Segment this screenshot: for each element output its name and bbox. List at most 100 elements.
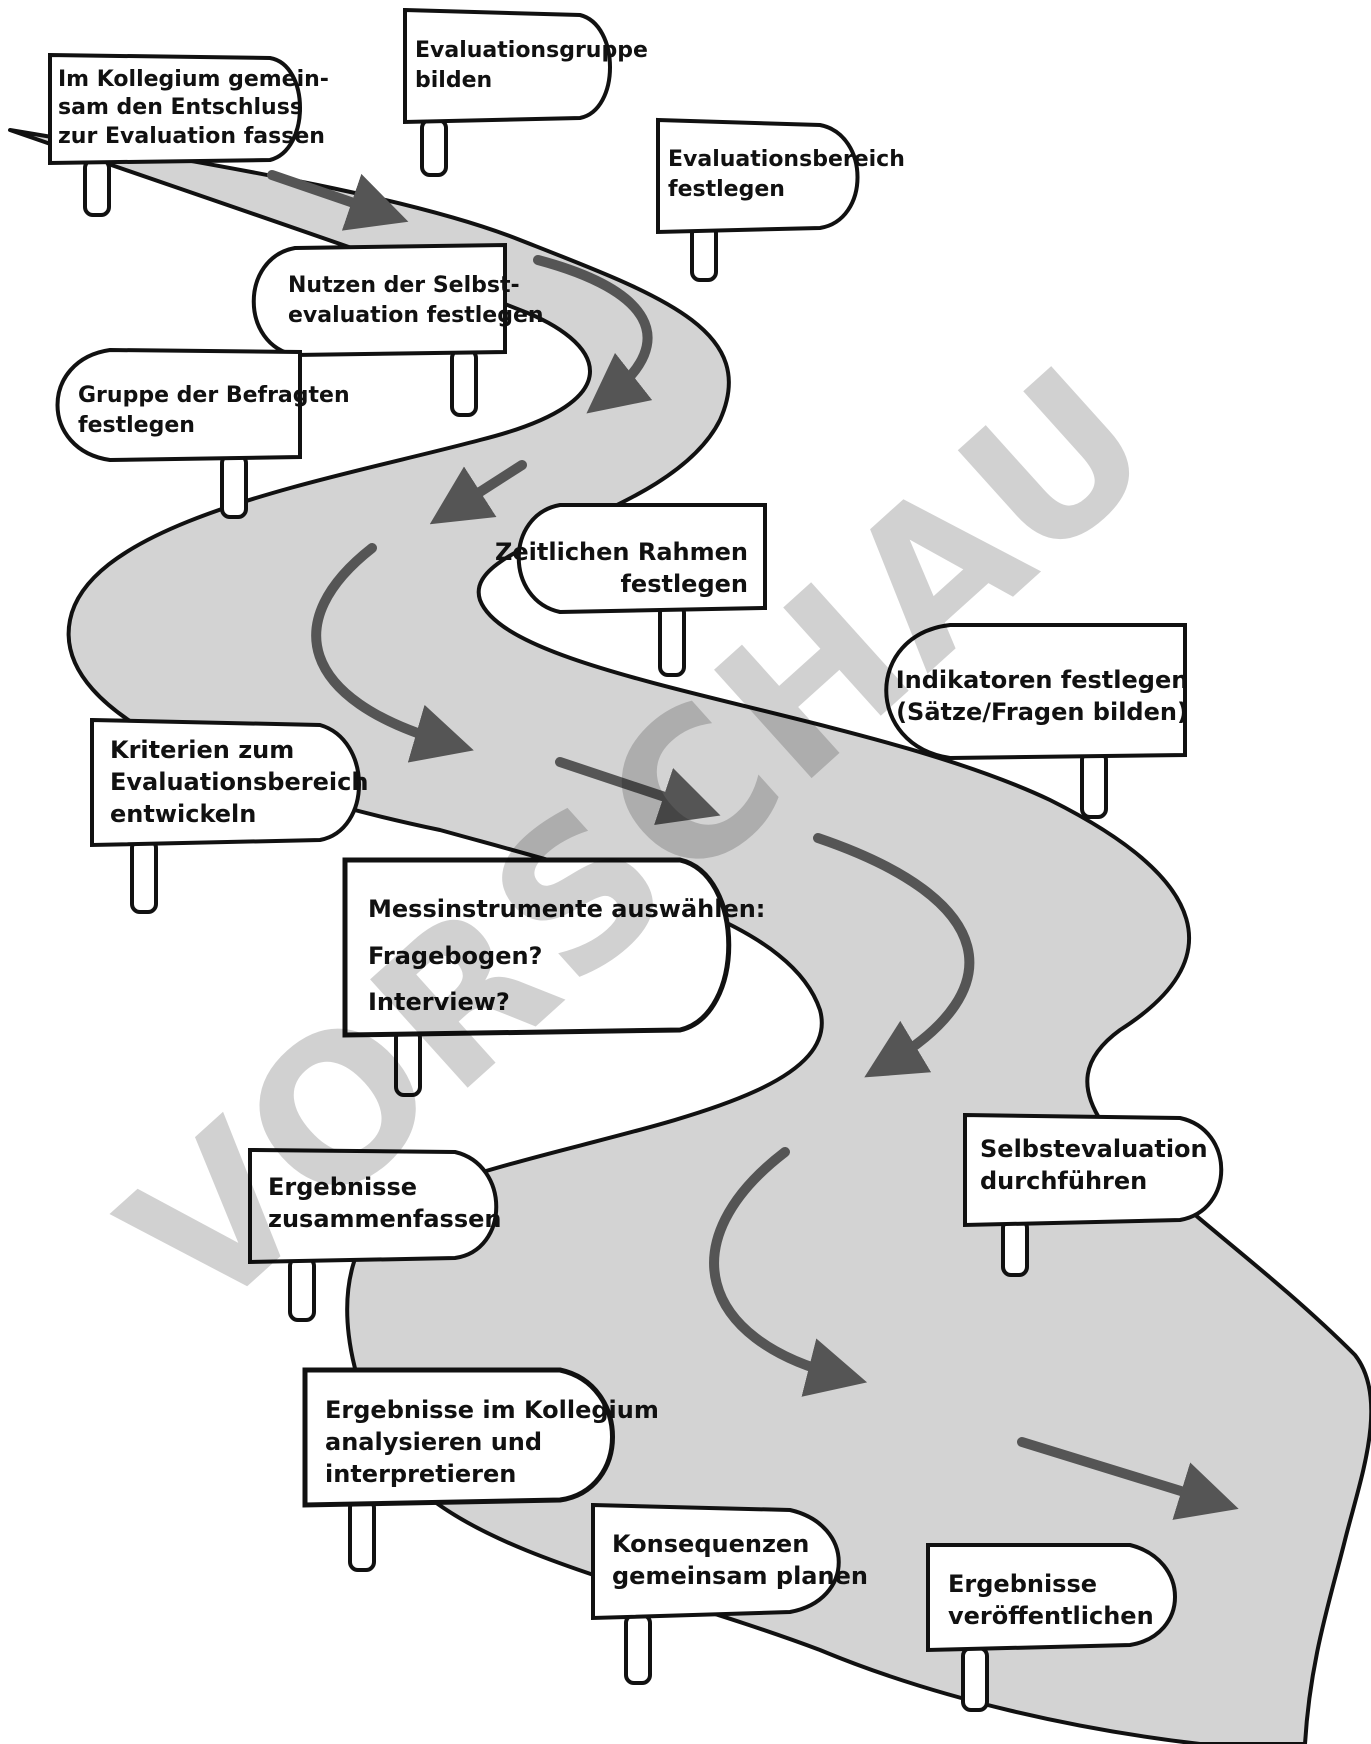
svg-text:sam den Entschluss: sam den Entschluss [58,95,303,120]
sign-line: Fragebogen? [368,942,542,970]
route-arrows [267,170,1239,1520]
svg-text:Zeitlichen Rahmen: Zeitlichen Rahmen [495,538,748,566]
svg-text:Nutzen der Selbst-: Nutzen der Selbst- [288,273,520,298]
svg-text:(Sätze/Fragen bilden): (Sätze/Fragen bilden) [896,698,1188,726]
sign-line: bilden [415,68,492,93]
sign-line: evaluation festlegen [288,303,544,328]
sign-line: Nutzen der Selbst- [288,273,520,298]
sign-post [624,1613,652,1685]
arrow-4 [311,543,474,763]
sign-line: interpretieren [325,1460,516,1488]
svg-text:Evaluationsbereich: Evaluationsbereich [668,147,905,172]
sign-entschluss: Im Kollegium gemein- sam den Entschluss … [48,52,329,217]
sign-board [926,1543,1177,1653]
svg-text:bilden: bilden [415,68,492,93]
sign-veroeffentlichen: Ergebnisse veröffentlichen [926,1543,1177,1712]
sign-line: Ergebnisse im Kollegium [325,1396,659,1424]
svg-text:zusammenfassen: zusammenfassen [268,1205,501,1233]
sign-line: Evaluationsgruppe [415,38,648,63]
sign-line: zur Evaluation fassen [58,124,325,149]
sign-post [1080,750,1108,819]
sign-line: Zeitlichen Rahmen [495,538,748,566]
sign-line: (Sätze/Fragen bilden) [896,698,1188,726]
sign-line: Indikatoren festlegen [896,666,1189,694]
sign-board [516,503,767,615]
sign-line: festlegen [78,413,195,438]
svg-text:Ergebnisse: Ergebnisse [268,1173,417,1201]
svg-text:Im Kollegium gemein-: Im Kollegium gemein- [58,67,329,92]
sign-post [450,348,478,417]
svg-text:zur Evaluation fassen: zur Evaluation fassen [58,124,325,149]
svg-text:Ergebnisse im Kollegium: Ergebnisse im Kollegium [325,1396,659,1424]
svg-text:analysieren und: analysieren und [325,1428,542,1456]
sign-line: veröffentlichen [948,1602,1154,1630]
sign-board [403,7,612,125]
sign-line: Ergebnisse [948,1570,1097,1598]
sign-board [48,52,302,166]
sign-line: Gruppe der Befragten [78,383,350,408]
svg-text:Indikatoren festlegen: Indikatoren festlegen [896,666,1189,694]
arrow-5 [555,757,721,825]
sign-post [690,223,718,282]
svg-text:entwickeln: entwickeln [110,800,256,828]
svg-text:festlegen: festlegen [620,570,748,598]
sign-line: Interview? [368,988,510,1016]
arrow-3 [429,460,527,525]
sign-board [963,1112,1224,1228]
sign-board [342,857,732,1038]
sign-line: Ergebnisse [268,1173,417,1201]
winding-road [8,128,1371,1744]
sign-board [591,1502,841,1621]
sign-post [83,158,111,217]
sign-evaluationsbereich: Evaluationsbereich festlegen [656,117,905,282]
sign-line: Evaluationsbereich [110,768,368,796]
sign-line: Messinstrumente auswählen: [368,895,765,923]
sign-befragte: Gruppe der Befragten festlegen [55,347,350,519]
svg-text:Gruppe der Befragten: Gruppe der Befragten [78,383,350,408]
sign-analysieren: Ergebnisse im Kollegium analysieren und … [302,1367,659,1572]
sign-board [656,117,860,235]
sign-post [420,118,448,177]
sign-line: Kriterien zum [110,736,294,764]
sign-line: zusammenfassen [268,1205,501,1233]
sign-board [248,1147,499,1265]
sign-zeitrahmen: Zeitlichen Rahmen festlegen [495,503,767,677]
svg-text:interpretieren: interpretieren [325,1460,516,1488]
sign-post [130,838,158,914]
svg-text:festlegen: festlegen [78,413,195,438]
sign-line: festlegen [668,177,785,202]
sign-board [55,347,302,463]
sign-zusammenfassen: Ergebnisse zusammenfassen [248,1147,501,1322]
sign-evaluationsgruppe: Evaluationsgruppe bilden [403,7,648,177]
svg-text:Evaluationsgruppe: Evaluationsgruppe [415,38,648,63]
sign-line: sam den Entschluss [58,95,303,120]
arrow-8 [1017,1437,1239,1520]
sign-nutzen: Nutzen der Selbst- evaluation festlegen [251,242,544,417]
svg-text:Konsequenzen: Konsequenzen [612,1530,809,1558]
sign-post [1001,1218,1029,1277]
sign-selbstevaluation: Selbstevaluation durchführen [963,1112,1224,1277]
sign-post [220,453,248,519]
sign-line: festlegen [620,570,748,598]
arrow-7 [709,1147,868,1397]
sign-board [90,717,361,848]
sign-konsequenzen: Konsequenzen gemeinsam planen [591,1502,868,1685]
sign-kriterien: Kriterien zum Evaluationsbereich entwick… [90,717,368,914]
svg-text:Evaluationsbereich: Evaluationsbereich [110,768,368,796]
svg-text:evaluation festlegen: evaluation festlegen [288,303,544,328]
sign-line: Konsequenzen [612,1530,809,1558]
arrow-1 [267,170,409,231]
sign-line: Selbstevaluation [980,1135,1208,1163]
svg-text:durchführen: durchführen [980,1167,1147,1195]
sign-line: gemeinsam planen [612,1562,868,1590]
sign-indikatoren: Indikatoren festlegen (Sätze/Fragen bild… [884,623,1189,819]
svg-text:Selbstevaluation: Selbstevaluation [980,1135,1208,1163]
svg-text:gemeinsam planen: gemeinsam planen [612,1562,868,1590]
sign-board [884,623,1187,761]
svg-text:Messinstrumente auswählen:: Messinstrumente auswählen: [368,895,765,923]
sign-board [251,242,507,358]
svg-text:festlegen: festlegen [668,177,785,202]
sign-line: Evaluationsbereich [668,147,905,172]
arrow-6 [813,833,975,1078]
